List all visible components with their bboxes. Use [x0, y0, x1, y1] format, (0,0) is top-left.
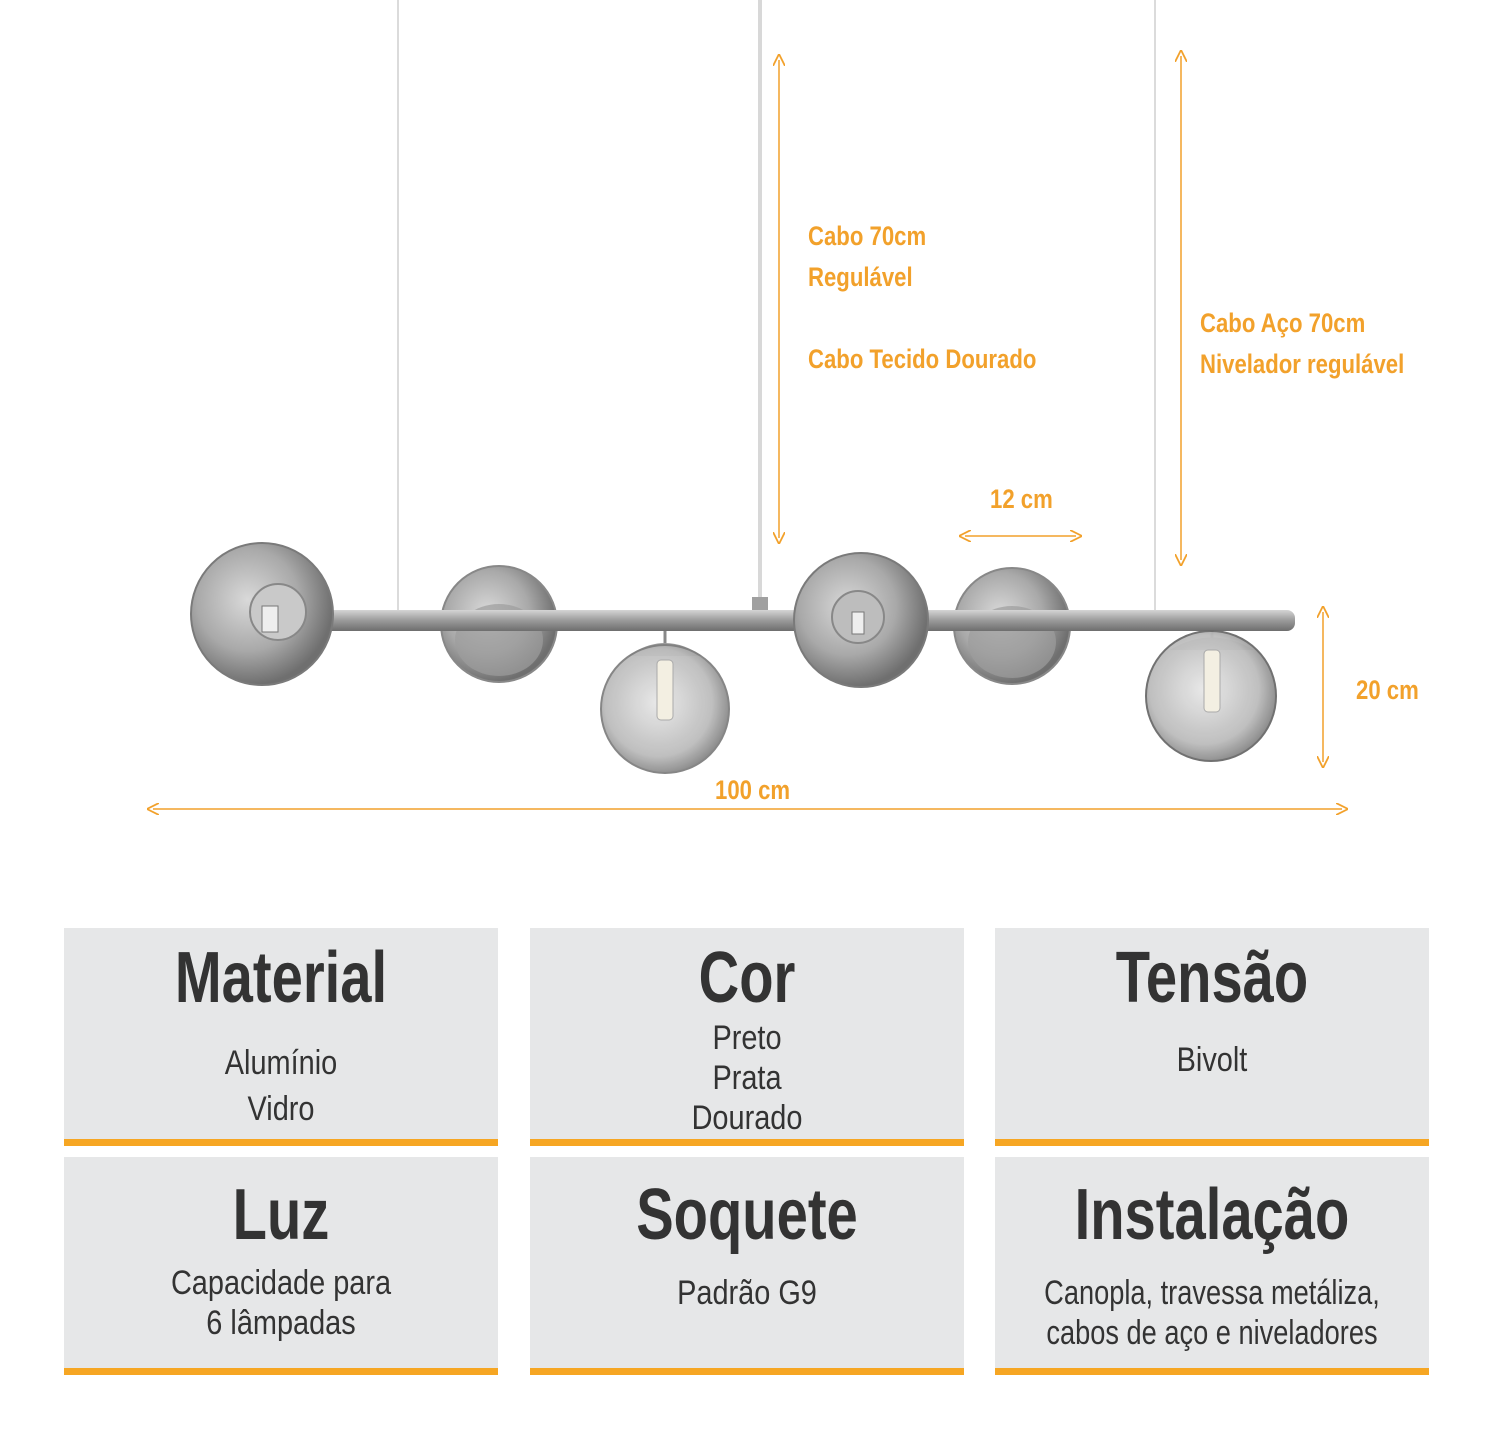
spec-value: Dourado: [691, 1099, 803, 1137]
spec-card-luz: Luz Capacidade para 6 lâmpadas: [64, 1157, 498, 1375]
spec-title: Luz: [232, 1175, 330, 1255]
globe-width-label: 12 cm: [990, 484, 1053, 514]
length-label: 100 cm: [715, 775, 791, 805]
spec-title: Cor: [698, 938, 796, 1018]
height-label: 20 cm: [1356, 675, 1419, 705]
spec-value: Preto: [712, 1019, 782, 1057]
spec-title: Instalação: [1074, 1175, 1350, 1255]
spec-value: Prata: [712, 1059, 782, 1097]
spec-title: Material: [174, 938, 388, 1018]
steel-cable-label: Cabo Aço 70cm Nivelador regulável: [1200, 308, 1405, 379]
spec-card-instalacao: Instalação Canopla, travessa metáliza, c…: [995, 1157, 1429, 1375]
spec-value: Capacidade para: [170, 1264, 392, 1302]
spec-value: Padrão G9: [677, 1274, 817, 1312]
spec-value: Canopla, travessa metáliza,: [1044, 1274, 1380, 1312]
spec-title: Soquete: [636, 1175, 858, 1255]
fabric-cable-label: Cabo 70cm Regulável Cabo Tecido Dourado: [808, 221, 1037, 374]
spec-value: Vidro: [247, 1090, 315, 1128]
spec-card-tensao: Tensão Bivolt: [995, 928, 1429, 1146]
spec-card-soquete: Soquete Padrão G9: [530, 1157, 964, 1375]
cable-clamp: [752, 597, 768, 612]
spec-card-cor: Cor Preto Prata Dourado: [530, 928, 964, 1146]
spec-value: Bivolt: [1176, 1041, 1248, 1079]
spec-card-material: Material Alumínio Vidro: [64, 928, 498, 1146]
lamp-diagram: [0, 0, 1500, 870]
spec-value: Alumínio: [224, 1044, 338, 1082]
spec-value: cabos de aço e niveladores: [1046, 1314, 1378, 1352]
spec-value: 6 lâmpadas: [206, 1304, 356, 1342]
spec-title: Tensão: [1115, 938, 1309, 1018]
